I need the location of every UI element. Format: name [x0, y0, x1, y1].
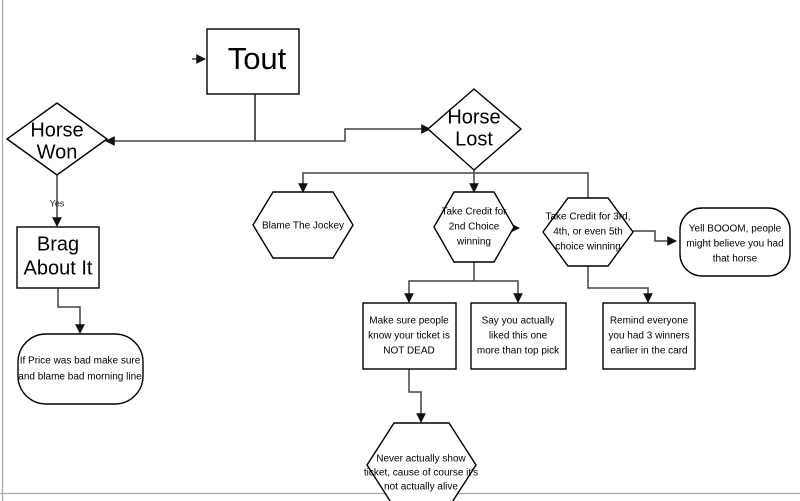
never-show-ticket-hexagon — [366, 422, 477, 501]
not-dead-label-line2: know your ticket is — [368, 331, 450, 342]
not-dead-label-line3: NOT DEAD — [383, 346, 435, 357]
credit-3rd-label-line2: 4th, or even 5th — [553, 227, 623, 238]
blame-jockey-hexagon — [252, 191, 354, 259]
tout-label: Tout — [228, 41, 287, 76]
credit-3rd-label-line3: choice winning — [555, 242, 621, 253]
node-blame-the-jockey[interactable]: Blame The Jockey — [252, 191, 354, 259]
edge-horse-lost-credit-3rd — [474, 172, 589, 198]
price-bad-rounded-rect — [17, 333, 144, 405]
edge-not-dead-never-show — [408, 369, 426, 423]
node-horse-won[interactable]: Horse Won — [5, 102, 109, 176]
price-bad-label-line2: and blame bad morning line — [18, 372, 142, 383]
node-three-winners[interactable]: Remind everyone you had 3 winners earlie… — [602, 302, 696, 370]
credit-2nd-label-line3: winning — [456, 237, 491, 248]
yell-booom-rounded-rect — [679, 207, 791, 277]
node-take-credit-2nd[interactable]: Take Credit for 2nd Choice winning — [433, 191, 515, 263]
node-not-dead[interactable]: Make sure people know your ticket is NOT… — [362, 302, 457, 370]
node-liked-this-one[interactable]: Say you actually liked this one more tha… — [470, 302, 567, 370]
node-yell-booom[interactable]: Yell BOOOM, people might believe you had… — [679, 207, 791, 277]
three-winners-label-line2: you had 3 winners — [608, 331, 689, 342]
liked-this-one-label-line2: liked this one — [489, 331, 548, 342]
three-winners-label-line3: earlier in the card — [610, 346, 687, 357]
edge-credit-2nd-not-dead — [404, 280, 474, 303]
edge-horse-lost-blame-jockey — [298, 172, 474, 193]
edge-label-yes: Yes — [50, 198, 65, 208]
liked-this-one-rect — [470, 302, 567, 370]
node-never-show-ticket[interactable]: Never actually show ticket, cause of cou… — [364, 422, 478, 501]
brag-label-line2: About It — [24, 257, 93, 279]
never-show-ticket-label-line1: Never actually show — [376, 454, 466, 465]
edge-tout-horse-lost — [254, 94, 431, 142]
edge-tout-horse-won — [105, 94, 256, 146]
horse-lost-label-line2: Lost — [455, 128, 493, 150]
node-brag-about-it[interactable]: Brag About It — [16, 226, 100, 289]
node-tout[interactable]: Tout — [206, 28, 300, 95]
tout-rect — [206, 28, 300, 95]
credit-2nd-label-line2: 2nd Choice — [449, 222, 500, 233]
horse-won-diamond — [5, 102, 109, 176]
node-take-credit-3rd[interactable]: Take Credit for 3rd, 4th, or even 5th ch… — [542, 197, 634, 267]
three-winners-label-line1: Remind everyone — [610, 316, 689, 327]
edge-brag-price-bad — [57, 288, 85, 334]
yell-booom-label-line2: might believe you had — [686, 239, 783, 250]
price-bad-label-line1: If Price was bad make sure — [20, 356, 141, 367]
never-show-ticket-label-line3: not actually alive — [384, 482, 458, 493]
edge-credit-3rd-three-winners — [587, 266, 653, 303]
horse-lost-label-line1: Horse — [447, 106, 500, 128]
three-winners-rect — [602, 302, 696, 370]
not-dead-label-line1: Make sure people — [369, 316, 449, 327]
never-show-ticket-label-line2: ticket, cause of course it's — [364, 468, 478, 479]
not-dead-rect — [362, 302, 457, 370]
edge-credit-2nd-liked-this-one — [474, 280, 523, 303]
credit-2nd-hexagon — [433, 191, 515, 263]
liked-this-one-label-line3: more than top pick — [477, 346, 560, 357]
node-price-was-bad[interactable]: If Price was bad make sure and blame bad… — [17, 333, 144, 405]
brag-label-line1: Brag — [37, 233, 79, 255]
node-horse-lost[interactable]: Horse Lost — [426, 88, 523, 171]
blame-jockey-label: Blame The Jockey — [262, 221, 344, 232]
horse-won-label-line1: Horse — [30, 119, 83, 141]
credit-3rd-hexagon — [542, 197, 634, 267]
yell-booom-label-line3: that horse — [713, 254, 758, 265]
liked-this-one-label-line1: Say you actually — [482, 316, 555, 327]
horse-lost-diamond — [426, 88, 523, 171]
yell-booom-label-line1: Yell BOOOM, people — [689, 224, 782, 235]
credit-3rd-label-line1: Take Credit for 3rd, — [545, 212, 630, 223]
brag-rect — [16, 226, 100, 289]
horse-won-label-line2: Won — [37, 141, 78, 163]
credit-2nd-label-line1: Take Credit for — [441, 207, 507, 218]
edge-credit-3rd-yell-booom — [633, 230, 677, 246]
